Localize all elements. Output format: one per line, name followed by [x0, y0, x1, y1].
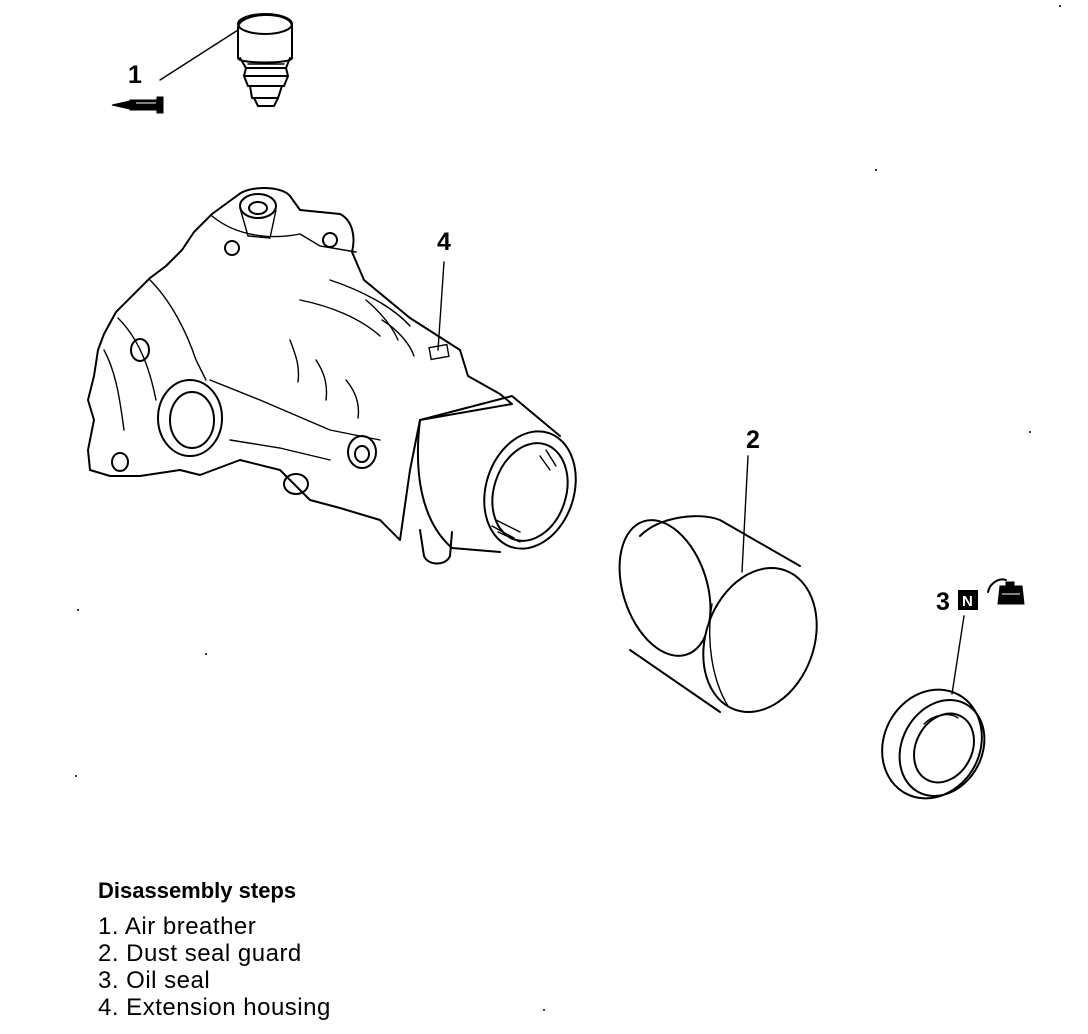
disassembly-steps: Disassembly steps 1. Air breather 2. Dus…: [98, 878, 331, 1021]
new-part-badge-icon: N: [958, 590, 978, 610]
scan-specks: [75, 5, 1061, 1011]
steps-list: 1. Air breather 2. Dust seal guard 3. Oi…: [98, 913, 331, 1021]
leader-line-2: [741, 455, 749, 573]
step-item: 4. Extension housing: [98, 994, 331, 1021]
leader-line-1: [159, 29, 239, 81]
callout-1: 1: [128, 61, 142, 89]
steps-heading: Disassembly steps: [98, 878, 297, 903]
oil-seal-part: [881, 688, 986, 800]
leader-line-3: [951, 615, 965, 695]
leader-line-4: [437, 261, 445, 351]
air-breather-part: [237, 13, 293, 107]
grease-gun-icon: [111, 96, 164, 114]
step-item: 3. Oil seal: [98, 967, 211, 994]
callout-4: 4: [437, 228, 451, 256]
callout-2: 2: [746, 426, 760, 454]
dust-seal-guard-part: [618, 515, 818, 713]
callout-3: 3: [936, 588, 950, 616]
step-item: 2. Dust seal guard: [98, 940, 302, 967]
oil-can-icon: [987, 578, 1025, 605]
svg-text:N: N: [962, 593, 973, 610]
extension-housing-part: [87, 187, 577, 565]
step-item: 1. Air breather: [98, 913, 257, 940]
